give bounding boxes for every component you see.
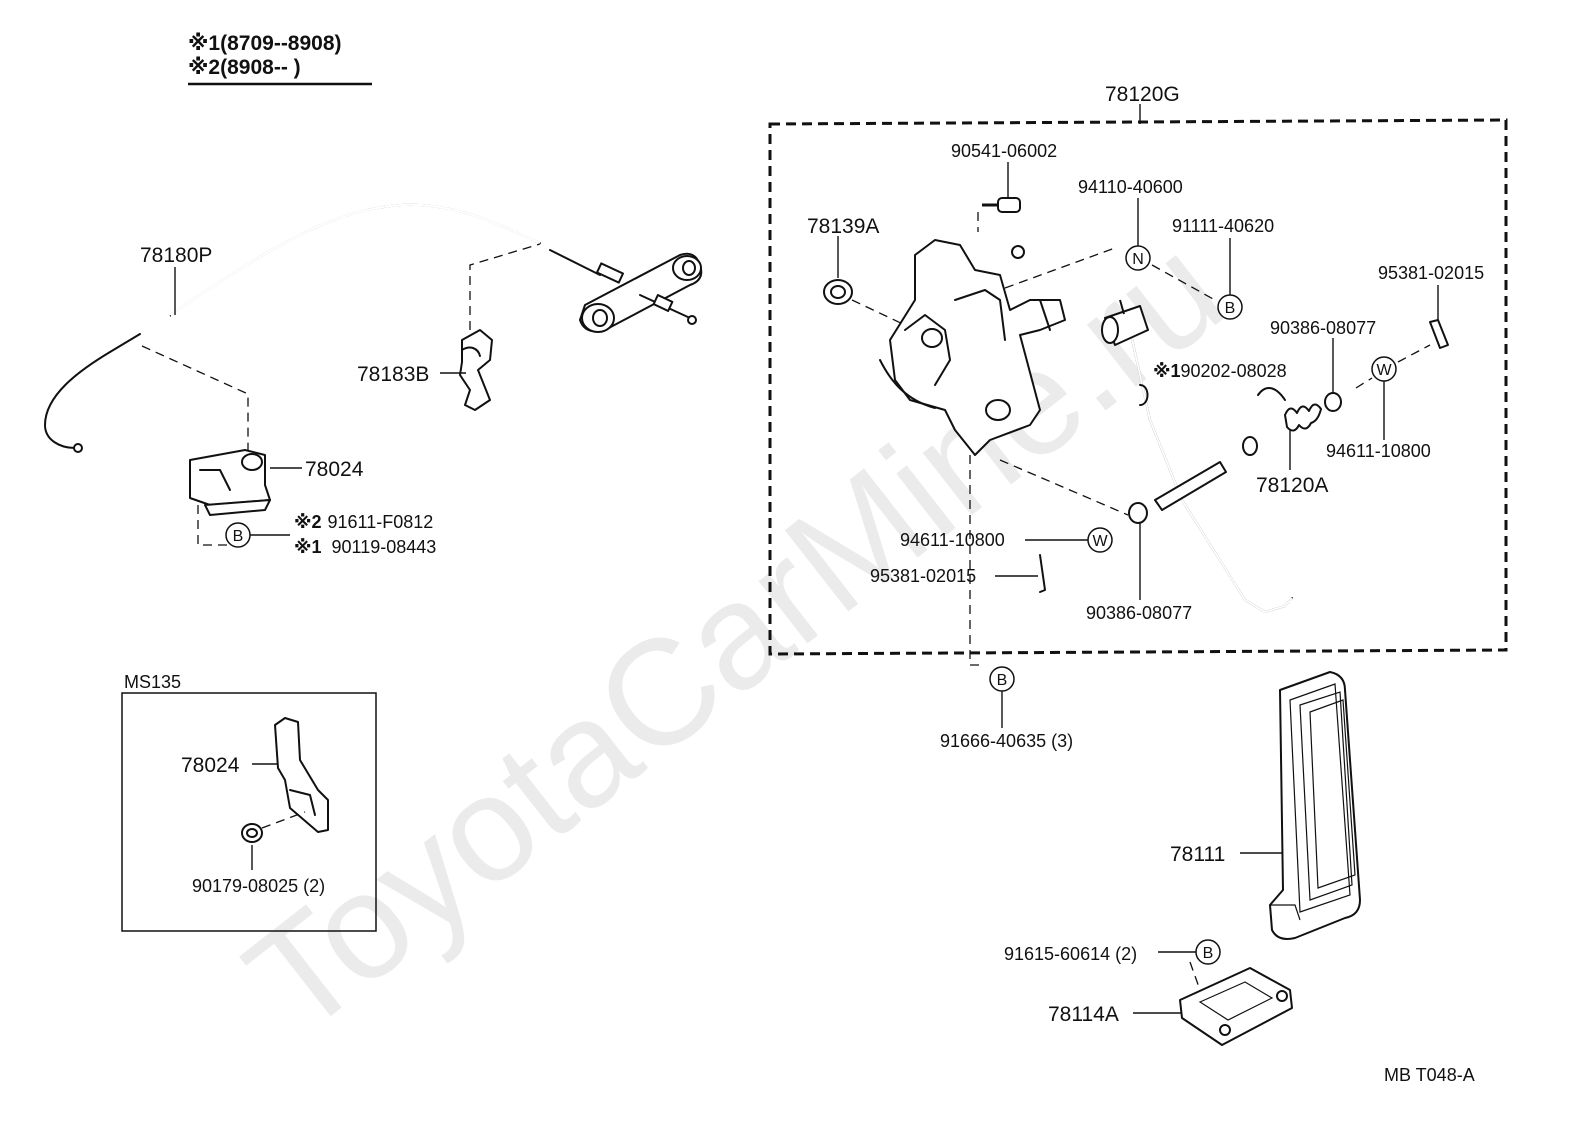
legend-num-1: 1 bbox=[208, 32, 220, 55]
label-95381-right: 95381-02015 bbox=[1378, 263, 1484, 283]
label-90541: 90541-06002 bbox=[951, 141, 1057, 161]
label-78111: 78111 bbox=[1170, 843, 1225, 866]
label-91611-mark: ※ bbox=[294, 512, 312, 532]
watermark-text: ToyotaCarMine.ru bbox=[216, 204, 1252, 1065]
label-91611: 91611-F0812 bbox=[328, 512, 434, 532]
svg-text:※190202-08028: ※190202-08028 bbox=[1153, 361, 1287, 381]
label-94611-right: 94611-10800 bbox=[1326, 441, 1431, 461]
kit-boundary bbox=[768, 104, 1508, 656]
label-90119: 90119-08443 bbox=[332, 537, 437, 557]
label-91615: 91615-60614 (2) bbox=[1004, 944, 1137, 964]
cotter-pin-right bbox=[1429, 319, 1449, 349]
legend-num-2: 2 bbox=[208, 56, 220, 79]
inset-label-78024: 78024 bbox=[181, 754, 240, 777]
marker-B-pedal: B bbox=[1195, 939, 1221, 965]
legend-range-2: (8908-- ) bbox=[220, 56, 301, 79]
marker-N-text: N bbox=[1132, 251, 1144, 268]
label-90386-right: 90386-08077 bbox=[1270, 318, 1376, 338]
label-90386-left: 90386-08077 bbox=[1086, 603, 1192, 623]
inset-label-90179: 90179-08025 (2) bbox=[192, 876, 325, 896]
label-91611-num: 2 bbox=[312, 512, 322, 532]
marker-W-right-text: W bbox=[1376, 362, 1392, 379]
marker-B-bottom-text: B bbox=[997, 672, 1008, 689]
marker-W-right: W bbox=[1371, 356, 1397, 382]
label-90202-mark: ※ bbox=[1153, 361, 1171, 381]
legend-mark-2: ※ bbox=[188, 56, 208, 79]
legend-range-1: (8709--8908) bbox=[220, 32, 341, 55]
label-90202: 90202-08028 bbox=[1181, 361, 1287, 381]
marker-W-left: W bbox=[1087, 527, 1113, 553]
marker-W-left-text: W bbox=[1092, 533, 1108, 550]
label-78120A: 78120A bbox=[1256, 474, 1328, 497]
leader-lines bbox=[174, 162, 1439, 1014]
figure-code: MB T048-A bbox=[1384, 1065, 1475, 1085]
legend-mark-1: ※ bbox=[188, 32, 208, 55]
label-91666: 91666-40635 (3) bbox=[940, 731, 1073, 751]
pedal-pad-78111 bbox=[1269, 671, 1361, 940]
inset-bracket bbox=[274, 717, 329, 833]
marker-B-pedal-text: B bbox=[1203, 945, 1214, 962]
marker-B-right-text: B bbox=[1225, 300, 1236, 317]
inset-title: MS135 bbox=[124, 672, 181, 692]
cotter-pin-left bbox=[1039, 554, 1046, 593]
cushion-78139A bbox=[823, 279, 853, 305]
clamp-78183B bbox=[459, 329, 493, 411]
bolt-90541 bbox=[982, 197, 1021, 213]
bracket-78024 bbox=[189, 449, 271, 516]
label-90119-mark: ※ bbox=[294, 537, 312, 557]
marker-B-bottom: B bbox=[989, 666, 1015, 692]
marker-B-left: B bbox=[225, 522, 251, 548]
label-94611-left: 94611-10800 bbox=[900, 530, 1005, 550]
label-91111: 91111-40620 bbox=[1172, 216, 1274, 236]
spring-78120A bbox=[1242, 387, 1322, 456]
bushing-90386-left bbox=[1128, 502, 1148, 524]
label-78139A: 78139A bbox=[807, 215, 879, 238]
inset-frame bbox=[121, 692, 377, 932]
label-94110: 94110-40600 bbox=[1078, 177, 1183, 197]
label-78024: 78024 bbox=[305, 458, 364, 481]
label-95381-left: 95381-02015 bbox=[870, 566, 976, 586]
marker-B-right: B bbox=[1217, 294, 1243, 320]
throttle-link bbox=[579, 252, 703, 333]
label-90119-num: 1 bbox=[312, 537, 322, 557]
pedal-bracket bbox=[879, 239, 1066, 456]
label-78120G: 78120G bbox=[1105, 83, 1180, 106]
legend: ※1(8709--8908) ※2(8908-- ) bbox=[188, 32, 372, 86]
svg-text:※1(8709--8908): ※1(8709--8908) bbox=[188, 32, 342, 55]
label-78183B: 78183B bbox=[357, 363, 429, 386]
pedal-lever bbox=[1101, 299, 1293, 614]
marker-B-left-text: B bbox=[233, 528, 244, 545]
throttle-cable bbox=[44, 203, 624, 453]
inset-ms135: MS135 78024 90179-08025 (2) bbox=[121, 672, 377, 932]
label-90202-num: 1 bbox=[1171, 361, 1181, 381]
label-78180P: 78180P bbox=[140, 244, 212, 267]
bushing-90386-right bbox=[1324, 392, 1342, 412]
marker-N: N bbox=[1125, 245, 1151, 271]
label-78114A: 78114A bbox=[1048, 1003, 1119, 1026]
pedal-base-78114A bbox=[1179, 967, 1293, 1046]
svg-text:※2(8908-- ): ※2(8908-- ) bbox=[188, 56, 301, 79]
